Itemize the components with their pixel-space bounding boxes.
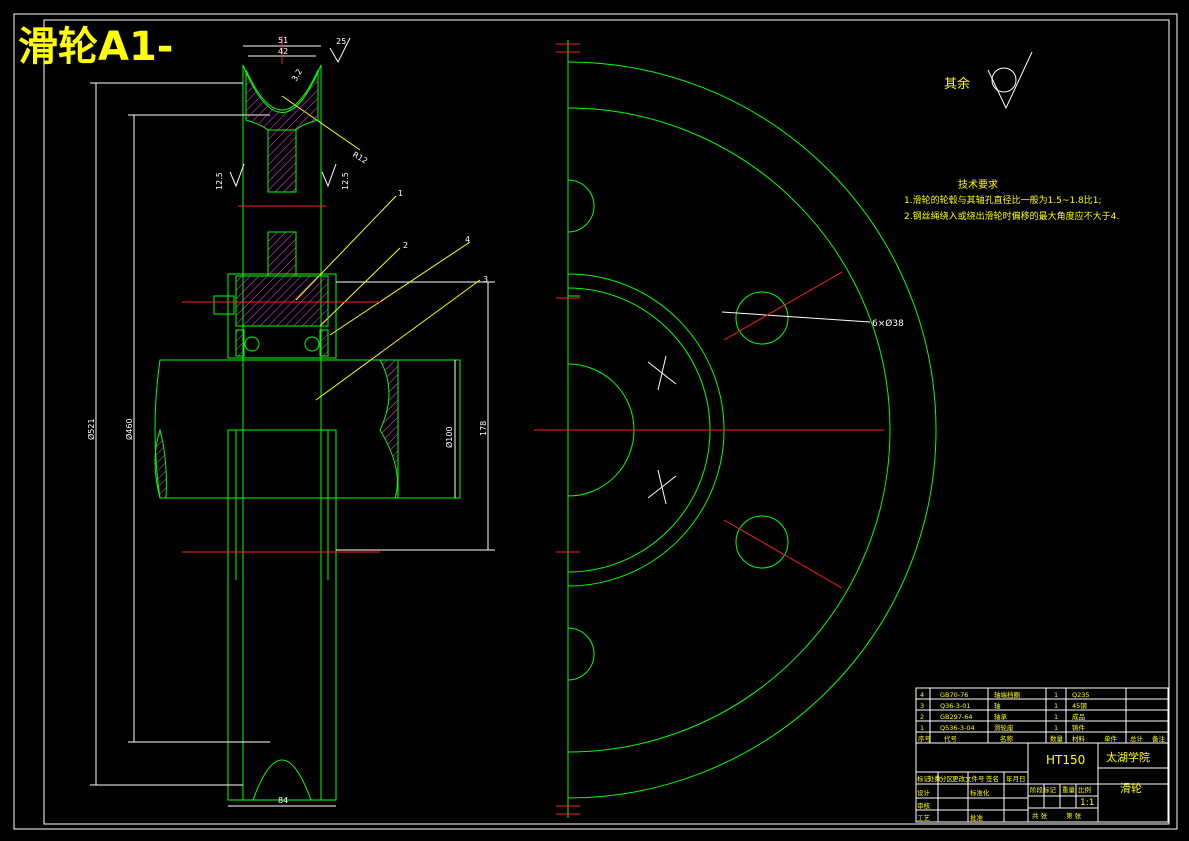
svg-text:审核: 审核 bbox=[917, 801, 931, 810]
svg-text:R12: R12 bbox=[351, 150, 369, 166]
cross-marks bbox=[647, 355, 677, 505]
svg-text:178: 178 bbox=[479, 421, 488, 436]
svg-text:设计: 设计 bbox=[917, 788, 931, 797]
svg-text:轴端挡圈: 轴端挡圈 bbox=[994, 690, 1020, 699]
tech-requirements: 技术要求 1.滑轮的轮毂与其轴孔直径比一般为1.5~1.8比1; 2.钢丝绳绕入… bbox=[904, 178, 1119, 222]
svg-text:2.钢丝绳绕入或绕出滑轮时偏移的最大角度应不大于4.: 2.钢丝绳绕入或绕出滑轮时偏移的最大角度应不大于4. bbox=[904, 210, 1119, 222]
svg-text:Ø460: Ø460 bbox=[124, 418, 134, 440]
svg-text:成品: 成品 bbox=[1072, 712, 1085, 721]
svg-text:技术要求: 技术要求 bbox=[958, 178, 998, 191]
drawing-title: 滑轮A1- bbox=[18, 24, 173, 70]
svg-text:Q536-3-04: Q536-3-04 bbox=[940, 724, 975, 732]
svg-text:比例: 比例 bbox=[1078, 785, 1091, 794]
center-lines-left bbox=[182, 36, 380, 553]
svg-text:3: 3 bbox=[920, 702, 924, 710]
svg-text:轴承: 轴承 bbox=[994, 712, 1008, 721]
outer-frame bbox=[13, 13, 1178, 830]
svg-text:2: 2 bbox=[920, 713, 924, 721]
holes-dimension: 6×Ø38 bbox=[872, 318, 904, 329]
svg-text:84: 84 bbox=[278, 796, 288, 805]
svg-text:51: 51 bbox=[278, 36, 288, 45]
svg-text:工艺: 工艺 bbox=[917, 814, 931, 822]
svg-text:4: 4 bbox=[920, 691, 924, 699]
svg-text:标准化: 标准化 bbox=[970, 788, 990, 797]
svg-text:3.2: 3.2 bbox=[290, 67, 304, 83]
svg-text:1: 1 bbox=[1054, 691, 1058, 699]
bom-table: 4 GB70-76 轴端挡圈 1 Q235 3 Q36-3-01 轴 1 45钢… bbox=[918, 690, 1166, 743]
svg-text:第 张: 第 张 bbox=[1066, 811, 1082, 820]
end-view bbox=[567, 40, 937, 818]
svg-text:更改文件号: 更改文件号 bbox=[952, 774, 985, 783]
svg-text:总计: 总计 bbox=[1130, 734, 1144, 743]
svg-text:单件: 单件 bbox=[1104, 734, 1118, 743]
svg-text:2: 2 bbox=[403, 241, 408, 250]
svg-text:1:1: 1:1 bbox=[1080, 798, 1094, 808]
svg-text:45钢: 45钢 bbox=[1072, 702, 1087, 710]
svg-text:标记: 标记 bbox=[917, 774, 931, 783]
svg-text:滑轮: 滑轮 bbox=[1120, 781, 1142, 795]
rest-roughness-label: 其余 bbox=[944, 76, 970, 92]
svg-text:GB297-64: GB297-64 bbox=[940, 713, 973, 721]
svg-text:HT150: HT150 bbox=[1046, 753, 1085, 767]
svg-text:材料: 材料 bbox=[1072, 734, 1086, 743]
svg-text:12.5: 12.5 bbox=[215, 172, 224, 190]
svg-text:GB70-76: GB70-76 bbox=[940, 691, 968, 699]
svg-text:Q235: Q235 bbox=[1072, 691, 1090, 699]
rest-roughness-symbol bbox=[987, 51, 1033, 110]
svg-text:签名: 签名 bbox=[986, 774, 999, 783]
svg-text:名称: 名称 bbox=[1000, 734, 1014, 743]
svg-text:处数: 处数 bbox=[928, 774, 942, 783]
svg-text:42: 42 bbox=[278, 47, 288, 56]
svg-text:重量: 重量 bbox=[1062, 786, 1076, 794]
svg-text:1: 1 bbox=[1054, 702, 1058, 710]
svg-text:25: 25 bbox=[336, 37, 346, 46]
title-block bbox=[915, 687, 1169, 823]
svg-text:滑轮座: 滑轮座 bbox=[994, 723, 1014, 732]
title-block-text: HT150 太湖学院 滑轮 1:1 标记 处数 分区 更改文件号 签名 年月日 … bbox=[917, 750, 1150, 822]
svg-text:1: 1 bbox=[1054, 724, 1058, 732]
inner-frame bbox=[43, 19, 1170, 825]
svg-text:分区: 分区 bbox=[940, 774, 954, 783]
svg-text:数量: 数量 bbox=[1050, 734, 1064, 743]
svg-text:Ø100: Ø100 bbox=[444, 426, 454, 448]
svg-text:4: 4 bbox=[465, 235, 470, 244]
svg-text:1: 1 bbox=[1054, 713, 1058, 721]
svg-text:1: 1 bbox=[920, 724, 924, 732]
svg-text:太湖学院: 太湖学院 bbox=[1106, 750, 1150, 764]
svg-text:批准: 批准 bbox=[970, 813, 984, 822]
svg-text:1.滑轮的轮毂与其轴孔直径比一般为1.5~1.8比1;: 1.滑轮的轮毂与其轴孔直径比一般为1.5~1.8比1; bbox=[904, 194, 1102, 206]
svg-text:1: 1 bbox=[398, 189, 403, 198]
svg-text:年月日: 年月日 bbox=[1006, 774, 1026, 783]
svg-text:Q36-3-01: Q36-3-01 bbox=[940, 702, 971, 710]
svg-text:3: 3 bbox=[483, 275, 488, 284]
svg-text:共 张: 共 张 bbox=[1032, 811, 1048, 820]
center-lines-right bbox=[534, 43, 884, 815]
svg-text:阶段标记: 阶段标记 bbox=[1030, 785, 1057, 794]
hatch-areas bbox=[154, 69, 399, 499]
svg-text:序号: 序号 bbox=[918, 734, 932, 743]
svg-text:Ø521: Ø521 bbox=[86, 418, 96, 440]
svg-text:12.5: 12.5 bbox=[341, 172, 350, 190]
svg-text:铸件: 铸件 bbox=[1072, 723, 1086, 732]
svg-text:备注: 备注 bbox=[1152, 734, 1166, 743]
svg-text:轴: 轴 bbox=[994, 701, 1001, 710]
svg-text:代号: 代号 bbox=[944, 734, 958, 743]
